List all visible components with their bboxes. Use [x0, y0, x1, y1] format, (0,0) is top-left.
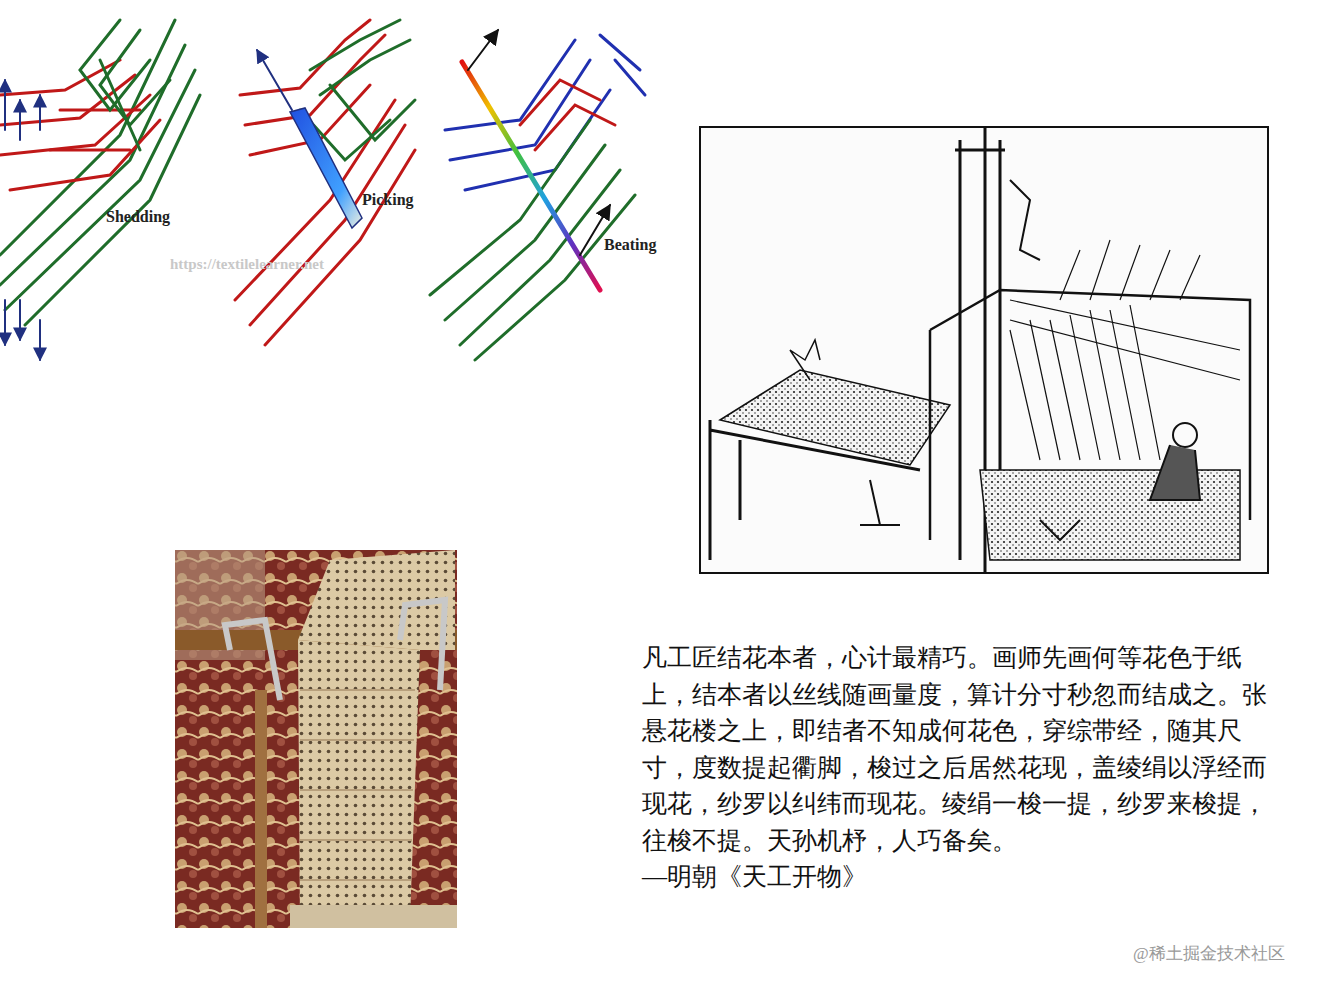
watermark: https://textilelearner.net [170, 256, 324, 273]
quote-source: —明朝《天工开物》 [642, 859, 867, 896]
site-watermark: @稀土掘金技术社区 [1133, 942, 1285, 965]
step-label: Picking [362, 191, 414, 209]
step-label: Beating [604, 236, 656, 254]
quote-text: 凡工匠结花本者，心计最精巧。画师先画何等花色于纸上，结本者以丝线随画量度，算计分… [642, 640, 1282, 860]
step-label: Shedding [106, 208, 170, 226]
